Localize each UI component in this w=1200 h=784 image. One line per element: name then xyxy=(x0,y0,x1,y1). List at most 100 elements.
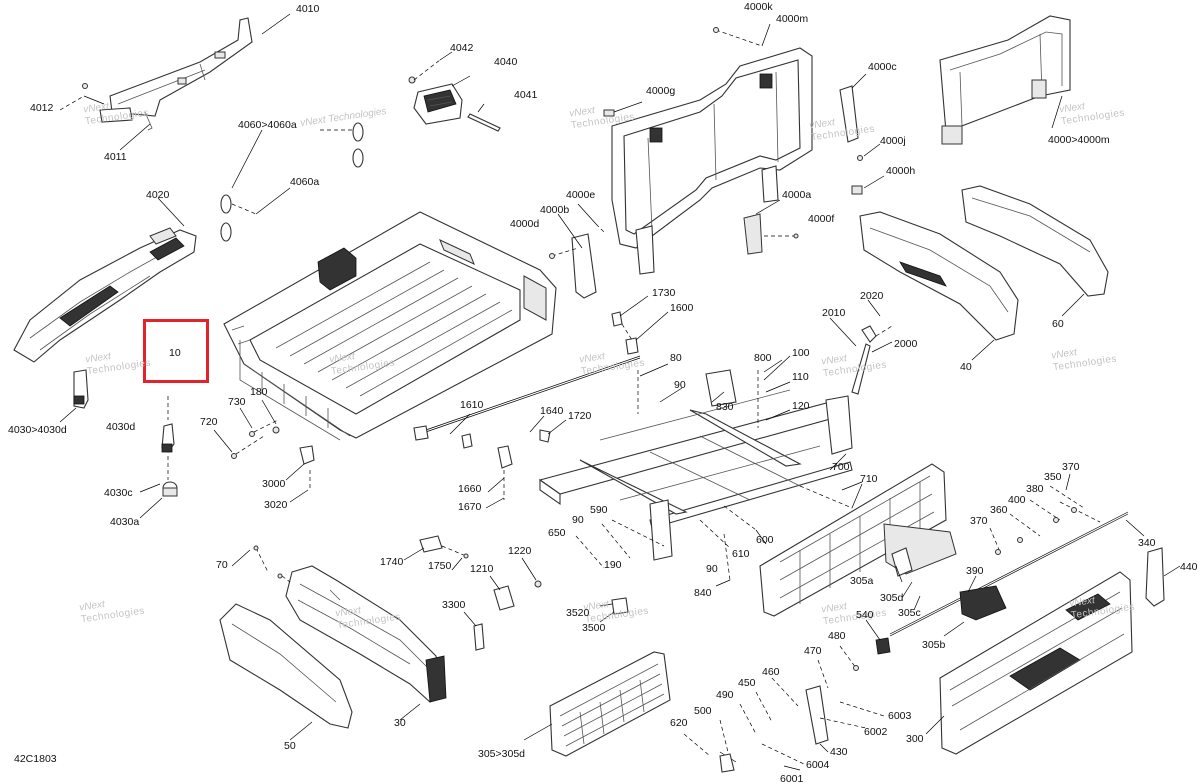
rail-4010-drawing xyxy=(99,17,253,131)
callout-label: 6003 xyxy=(888,710,912,722)
callout-label: 305d xyxy=(880,592,904,604)
callout-label: 3020 xyxy=(264,499,288,511)
callout-label: 70 xyxy=(216,559,228,571)
callout-label: 60 xyxy=(1052,318,1064,330)
callout-label: 1740 xyxy=(380,556,404,568)
callout-label: 600 xyxy=(756,534,774,546)
callout-label: 430 xyxy=(830,746,848,758)
side-rail-4020-drawing xyxy=(13,227,197,363)
callout-label: 460 xyxy=(762,666,780,678)
callout-label: 305>305d xyxy=(478,748,526,760)
callout-label: 4060>4060a xyxy=(238,119,297,131)
highlight-box xyxy=(143,319,209,383)
callout-label: 720 xyxy=(200,416,218,428)
callout-label: 90 xyxy=(572,514,584,526)
callout-label: 4060a xyxy=(290,176,320,188)
callout-label: 800 xyxy=(754,352,772,364)
callout-label: 500 xyxy=(694,705,712,717)
callout-label: 1210 xyxy=(470,563,494,575)
rack-thumbnail-drawing xyxy=(939,15,1071,145)
callout-label: 90 xyxy=(706,563,718,575)
callout-label: 1600 xyxy=(670,302,694,314)
part-4030-drawing xyxy=(73,369,178,497)
callout-label: 2010 xyxy=(822,307,846,319)
callout-label: 4000>4000m xyxy=(1048,134,1110,146)
callout-label: 1730 xyxy=(652,287,676,299)
callout-label: 6004 xyxy=(806,759,830,771)
callout-label: 4000f xyxy=(808,213,835,225)
callout-label: 305c xyxy=(898,607,921,619)
callout-label: 2000 xyxy=(894,338,918,350)
callout-label: 540 xyxy=(856,609,874,621)
callout-label: 710 xyxy=(860,473,878,485)
callout-label: 1720 xyxy=(568,410,592,422)
callout-label: 120 xyxy=(792,400,810,412)
callout-label: 305a xyxy=(850,575,874,587)
callout-label: 450 xyxy=(738,677,756,689)
callout-label: 300 xyxy=(906,733,924,745)
callout-label: 1750 xyxy=(428,560,452,572)
callout-label: 4000d xyxy=(510,218,540,230)
callout-label: 4000j xyxy=(880,135,906,147)
callout-label: 4000b xyxy=(540,204,570,216)
callout-label: 4030c xyxy=(104,487,133,499)
callout-label: 4000g xyxy=(646,85,676,97)
callout-label: 4030>4030d xyxy=(8,424,67,436)
cargo-box-10-drawing xyxy=(223,211,557,441)
callout-label: 4010 xyxy=(296,3,320,15)
callout-label: 4012 xyxy=(30,102,54,114)
callout-label: 190 xyxy=(604,559,622,571)
callout-label: 2020 xyxy=(860,290,884,302)
callout-label: 4042 xyxy=(450,42,474,54)
callout-label: 700 xyxy=(832,461,850,473)
part-4040-drawing xyxy=(408,76,463,125)
callout-label: 1610 xyxy=(460,399,484,411)
callout-label: 470 xyxy=(804,645,822,657)
callout-label: 180 xyxy=(250,386,268,398)
cargo-mat-305-drawing xyxy=(549,651,671,757)
callout-label: 4011 xyxy=(104,151,127,163)
callout-label: 1640 xyxy=(540,405,564,417)
callout-label: 4040 xyxy=(494,56,518,68)
callout-label: 4000e xyxy=(566,189,596,201)
callout-label: 350 xyxy=(1044,471,1062,483)
callout-label: 3000 xyxy=(262,478,286,490)
callout-label: 110 xyxy=(792,371,809,383)
callout-label: 3300 xyxy=(442,599,466,611)
callout-label: 305b xyxy=(922,639,946,651)
side-panels-40-60-drawing xyxy=(859,185,1109,341)
callout-label: 830 xyxy=(716,401,734,413)
storage-bin-50-drawing xyxy=(219,603,353,729)
callout-label: 390 xyxy=(966,565,984,577)
callout-label: 590 xyxy=(590,504,608,516)
callout-label: 90 xyxy=(674,379,686,391)
callout-label: 4030a xyxy=(110,516,140,528)
callout-label: 730 xyxy=(228,396,246,408)
callout-label: 4000a xyxy=(782,189,812,201)
callout-label: 650 xyxy=(548,527,566,539)
callout-label: 620 xyxy=(670,717,688,729)
callout-label: 1220 xyxy=(508,545,532,557)
callout-label: 490 xyxy=(716,689,734,701)
callout-label: 4000m xyxy=(776,13,809,25)
callout-label: 370 xyxy=(970,515,988,527)
callout-label: 30 xyxy=(394,717,406,729)
clips-4060-drawing xyxy=(220,122,364,242)
callout-label: 3500 xyxy=(582,622,606,634)
callout-label: 370 xyxy=(1062,461,1080,473)
callout-label: 80 xyxy=(670,352,682,364)
frame-700-drawing xyxy=(538,369,853,561)
storage-bin-30-drawing xyxy=(285,565,447,703)
callout-label: 4020 xyxy=(146,189,170,201)
tailgate-300-drawing xyxy=(939,571,1133,755)
diagram-code: 42C1803 xyxy=(14,753,57,765)
callout-label: 1670 xyxy=(458,501,482,513)
callout-label: 4000c xyxy=(868,61,897,73)
callout-label: 380 xyxy=(1026,483,1044,495)
callout-label: 4041 xyxy=(514,89,538,101)
callout-label: 4000k xyxy=(744,1,773,13)
callout-label: 6002 xyxy=(864,726,888,738)
callout-label: 840 xyxy=(694,587,712,599)
